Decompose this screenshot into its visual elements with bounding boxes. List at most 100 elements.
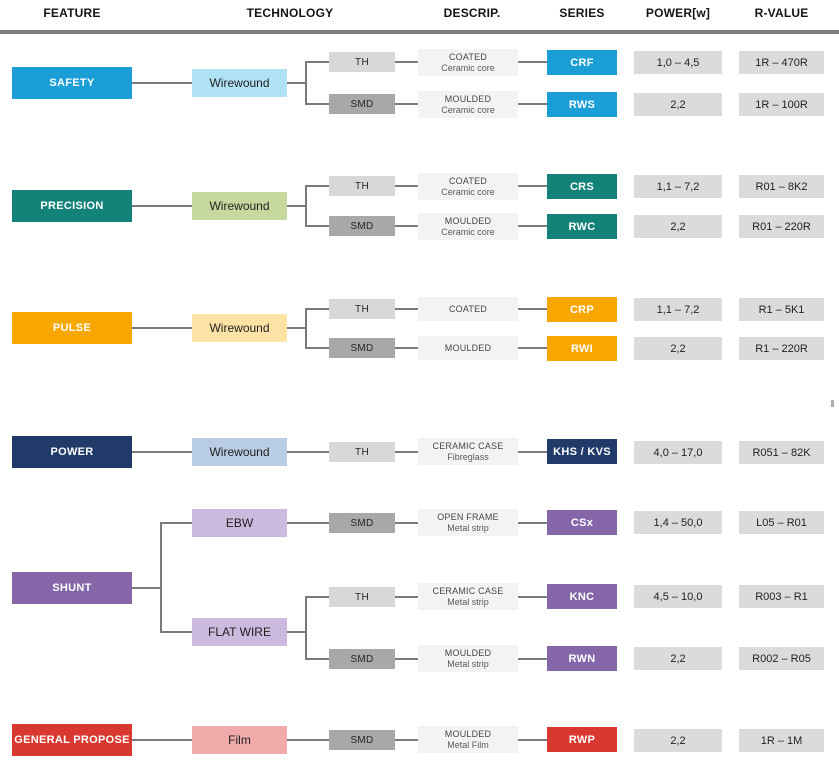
rvalue-range-box: L05 – R01 xyxy=(739,511,824,534)
connector-line xyxy=(518,103,547,105)
connector-line xyxy=(305,596,329,598)
feature-box-general-propose: GENERAL PROPOSE xyxy=(12,724,132,756)
power-range-box: 1,1 – 7,2 xyxy=(634,175,722,198)
rvalue-range-box: 1R – 470R xyxy=(739,51,824,74)
rvalue-range-box: R003 – R1 xyxy=(739,585,824,608)
series-box-rwi: RWI xyxy=(547,336,617,361)
series-box-rws: RWS xyxy=(547,92,617,117)
power-range-box: 1,0 – 4,5 xyxy=(634,51,722,74)
mount-box-smd: SMD xyxy=(329,513,395,533)
rvalue-range-box: R1 – 220R xyxy=(739,337,824,360)
series-box-knc: KNC xyxy=(547,584,617,609)
mount-box-smd: SMD xyxy=(329,94,395,114)
descrip-line2: Metal strip xyxy=(447,596,489,607)
descrip-box: MOULDED Ceramic core xyxy=(418,213,518,240)
power-range-box: 2,2 xyxy=(634,647,722,670)
connector-line xyxy=(305,185,307,227)
connector-line xyxy=(518,225,547,227)
descrip-line1: CERAMIC CASE xyxy=(432,585,504,596)
connector-line xyxy=(395,61,418,63)
connector-line xyxy=(305,61,307,105)
header-descrip: DESCRIP. xyxy=(443,6,501,20)
connector-line xyxy=(518,347,547,349)
connector-line xyxy=(395,185,418,187)
connector-line xyxy=(305,596,307,660)
connector-line xyxy=(518,739,547,741)
descrip-box: COATED Ceramic core xyxy=(418,173,518,200)
connector-line xyxy=(160,631,192,633)
descrip-line1: MOULDED xyxy=(444,728,492,739)
connector-line xyxy=(518,185,547,187)
feature-box-pulse: PULSE xyxy=(12,312,132,344)
descrip-line2: Fibreglass xyxy=(447,451,489,462)
descrip-box: MOULDED Ceramic core xyxy=(418,91,518,118)
series-box-rwp: RWP xyxy=(547,727,617,752)
connector-line xyxy=(395,225,418,227)
rvalue-range-box: 1R – 1M xyxy=(739,729,824,752)
connector-line xyxy=(518,658,547,660)
header-rule xyxy=(0,30,839,34)
mount-box-smd: SMD xyxy=(329,730,395,750)
connector-line xyxy=(518,451,547,453)
connector-line xyxy=(132,205,192,207)
connector-line xyxy=(305,61,329,63)
power-range-box: 2,2 xyxy=(634,215,722,238)
series-box-crf: CRF xyxy=(547,50,617,75)
rvalue-range-box: R1 – 5K1 xyxy=(739,298,824,321)
mount-box-th: TH xyxy=(329,587,395,607)
tech-box-wirewound-power: Wirewound xyxy=(192,438,287,466)
connector-line xyxy=(132,739,192,741)
tech-box-film: Film xyxy=(192,726,287,754)
descrip-line2: Metal strip xyxy=(447,522,489,533)
tech-box-flat-wire: FLAT WIRE xyxy=(192,618,287,646)
rvalue-range-box: R051 – 82K xyxy=(739,441,824,464)
connector-line xyxy=(305,658,329,660)
descrip-line2: Ceramic core xyxy=(441,104,495,115)
descrip-line1: MOULDED xyxy=(444,215,492,226)
connector-line xyxy=(518,61,547,63)
connector-line xyxy=(305,103,329,105)
descrip-line1: COATED xyxy=(448,51,488,62)
power-range-box: 1,4 – 50,0 xyxy=(634,511,722,534)
descrip-box: MOULDED Metal Film xyxy=(418,726,518,753)
rvalue-range-box: 1R – 100R xyxy=(739,93,824,116)
descrip-line2: Ceramic core xyxy=(441,186,495,197)
connector-line xyxy=(305,308,307,349)
power-range-box: 4,0 – 17,0 xyxy=(634,441,722,464)
connector-line xyxy=(287,739,329,741)
descrip-line1: MOULDED xyxy=(444,647,492,658)
series-box-crs: CRS xyxy=(547,174,617,199)
connector-line xyxy=(287,522,329,524)
mount-box-th: TH xyxy=(329,442,395,462)
stray-mark xyxy=(831,400,834,407)
descrip-box: MOULDED Metal strip xyxy=(418,645,518,672)
connector-line xyxy=(395,451,418,453)
connector-line xyxy=(395,658,418,660)
header-series: SERIES xyxy=(559,6,605,20)
series-box-csx: CSx xyxy=(547,510,617,535)
descrip-line1: CERAMIC CASE xyxy=(432,440,504,451)
mount-box-th: TH xyxy=(329,176,395,196)
mount-box-smd: SMD xyxy=(329,216,395,236)
feature-box-power: POWER xyxy=(12,436,132,468)
tech-box-wirewound-pulse: Wirewound xyxy=(192,314,287,342)
series-box-rwc: RWC xyxy=(547,214,617,239)
connector-line xyxy=(305,185,329,187)
connector-line xyxy=(518,308,547,310)
connector-line xyxy=(518,596,547,598)
connector-line xyxy=(287,631,307,633)
connector-line xyxy=(287,451,329,453)
descrip-line1: MOULDED xyxy=(444,93,492,104)
series-box-khs-kvs: KHS / KVS xyxy=(547,439,617,464)
connector-line xyxy=(395,103,418,105)
connector-line xyxy=(395,522,418,524)
connector-line xyxy=(132,327,192,329)
connector-line xyxy=(132,451,192,453)
tech-box-wirewound-precision: Wirewound xyxy=(192,192,287,220)
connector-line xyxy=(305,225,329,227)
header-technology: TECHNOLOGY xyxy=(246,6,334,20)
descrip-line2: Metal Film xyxy=(447,739,489,750)
power-range-box: 2,2 xyxy=(634,337,722,360)
descrip-line1: OPEN FRAME xyxy=(437,511,499,522)
